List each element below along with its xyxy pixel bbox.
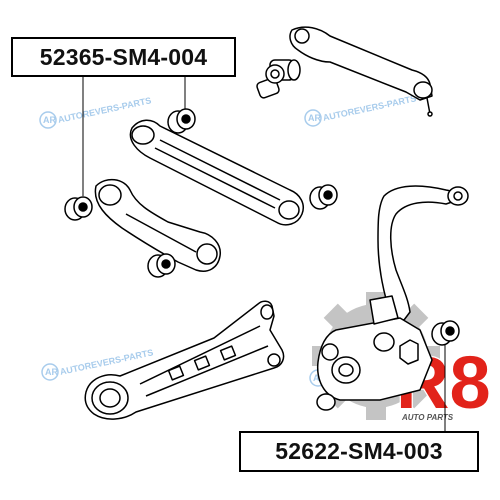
bushing-right: [309, 184, 338, 210]
logo-tagline: AUTO PARTS: [401, 413, 454, 422]
lower-control-arm: [84, 300, 285, 420]
watermark-badge: AR: [308, 113, 321, 123]
knuckle-assembly: [316, 185, 469, 411]
bushing-top: [167, 108, 196, 134]
watermark-text: AUTOREVERS-PARTS: [322, 93, 417, 123]
watermark-badge-icon: [41, 363, 59, 381]
upper-control-arm: [256, 26, 433, 117]
watermark-2: AR AUTOREVERS-PARTS: [304, 93, 417, 127]
watermark-text: AUTOREVERS-PARTS: [57, 95, 152, 125]
leader-lines: [82, 77, 446, 431]
watermark-badge: AR: [45, 367, 58, 377]
bushing-left: [64, 196, 93, 221]
watermark-badge: AR: [43, 115, 56, 125]
watermark-badge-icon: [39, 111, 57, 129]
lower-link: [94, 178, 221, 272]
watermark-badge-icon: [304, 109, 322, 127]
part-number-label-bottom: 52622-SM4-003: [239, 431, 479, 472]
trailing-link: [129, 119, 304, 226]
part-number-label-top: 52365-SM4-004: [11, 37, 236, 77]
watermark-1: AR AUTOREVERS-PARTS: [39, 95, 152, 129]
bushing-lower: [147, 253, 176, 278]
